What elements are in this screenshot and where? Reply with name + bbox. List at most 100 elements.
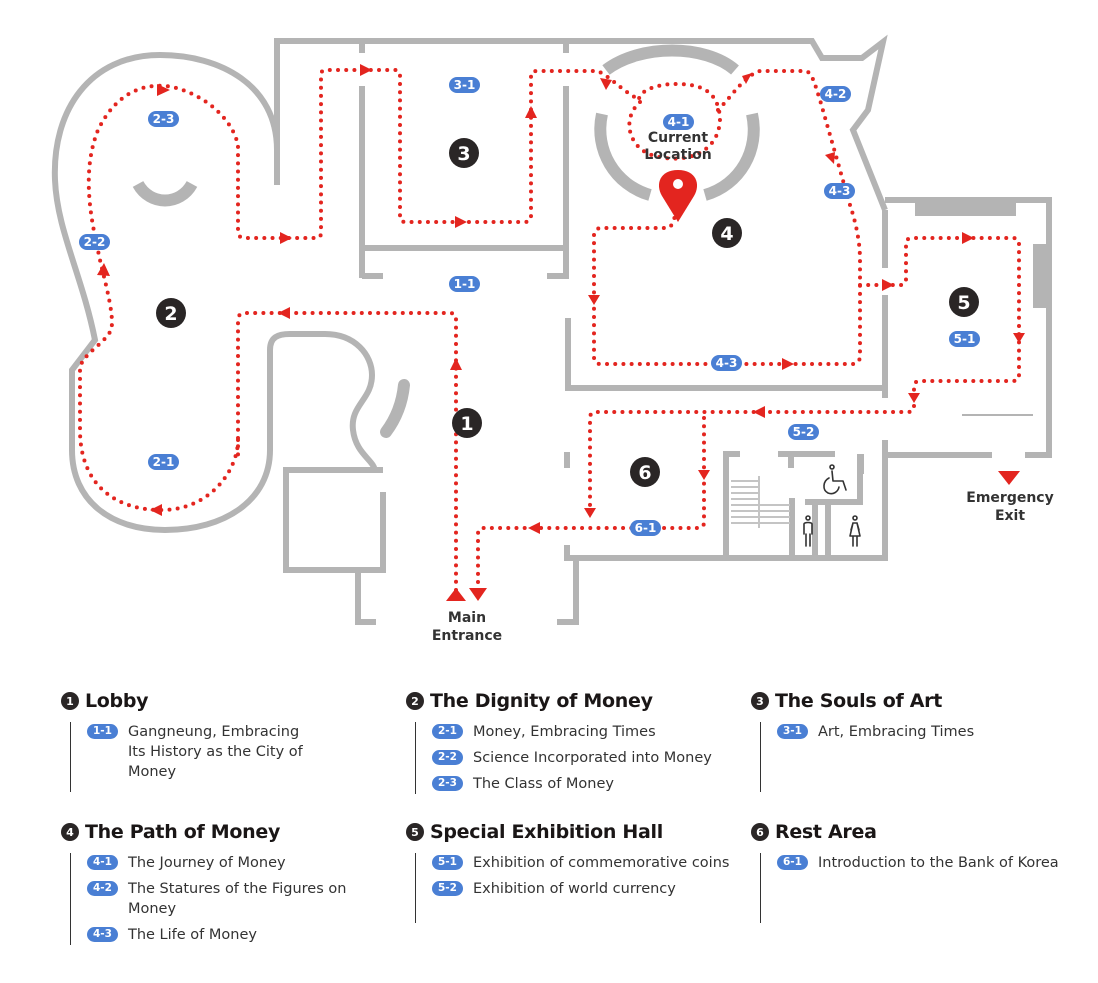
exhibit-title: The Statures of the Figures on Money bbox=[127, 881, 347, 917]
arrow-icon bbox=[1013, 333, 1025, 343]
exhibit-title: Introduction to the Bank of Korea bbox=[817, 855, 1059, 871]
zone-4-badge[interactable]: 4 bbox=[712, 218, 742, 248]
zone-5-badge[interactable]: 5 bbox=[949, 287, 979, 317]
zone-6-badge[interactable]: 6 bbox=[630, 457, 660, 487]
section-title: The Path of Money bbox=[85, 821, 281, 843]
exhibit-code: 2-1 bbox=[432, 724, 463, 739]
arrow-icon bbox=[360, 64, 372, 76]
svg-text:2-2: 2-2 bbox=[84, 235, 106, 249]
exhibit-title: The Life of Money bbox=[127, 927, 257, 943]
current-location-label-2: Location bbox=[644, 147, 711, 163]
zone-3-badge[interactable]: 3 bbox=[449, 138, 479, 168]
zone-4-ring-right bbox=[703, 112, 760, 201]
section-title: Rest Area bbox=[775, 821, 877, 843]
zone-2-display bbox=[132, 180, 198, 207]
exhibit-title: Gangneung, Embracing Its History as the … bbox=[127, 724, 303, 780]
arrow-icon bbox=[588, 295, 600, 305]
zone-3-left-wall bbox=[359, 41, 569, 251]
route-lobby bbox=[236, 311, 458, 592]
stairs-icon bbox=[731, 476, 790, 528]
zone-number-badge: 4 bbox=[61, 823, 79, 841]
entrance-in-arrow-icon bbox=[446, 588, 466, 601]
exhibit-code: 1-1 bbox=[87, 724, 118, 739]
floor-map: Main Entrance Emergency Exit Current Loc… bbox=[51, 34, 1054, 644]
arrow-icon bbox=[584, 508, 596, 518]
legend-item[interactable]: 4-2 The Statures of the Figures on Money bbox=[87, 879, 391, 919]
svg-text:2: 2 bbox=[164, 303, 177, 325]
legend-item[interactable]: 1-1 Gangneung, Embracing Its History as t… bbox=[87, 722, 317, 782]
svg-text:1: 1 bbox=[460, 413, 473, 435]
tag-4-1[interactable]: 4-1 bbox=[663, 114, 694, 130]
zone-6-entry-wall bbox=[557, 558, 579, 625]
map-pin-icon[interactable] bbox=[658, 170, 698, 222]
exhibit-code: 4-2 bbox=[87, 881, 118, 896]
tag-5-1[interactable]: 5-1 bbox=[949, 331, 980, 347]
legend-item[interactable]: 4-1 The Journey of Money bbox=[87, 853, 391, 873]
tag-6-1[interactable]: 6-1 bbox=[630, 520, 661, 536]
tag-4-2[interactable]: 4-2 bbox=[820, 86, 851, 102]
svg-text:6: 6 bbox=[638, 462, 651, 484]
arrow-icon bbox=[600, 78, 612, 90]
lobby-room-wall bbox=[283, 467, 386, 625]
arrow-icon bbox=[525, 106, 537, 118]
legend-section-lobby: 1 Lobby 1-1 Gangneung, Embracing Its Histo… bbox=[61, 688, 391, 792]
arrow-icon bbox=[528, 522, 540, 534]
arrow-icon bbox=[908, 393, 920, 403]
arrow-icon bbox=[962, 232, 974, 244]
arrow-icon bbox=[97, 263, 110, 276]
exhibit-code: 2-2 bbox=[432, 750, 463, 765]
exhibit-title: The Journey of Money bbox=[127, 855, 286, 871]
exhibit-title: Art, Embracing Times bbox=[817, 724, 975, 740]
route-zone-4-ring bbox=[627, 82, 722, 161]
emergency-exit-arrow-icon bbox=[998, 471, 1020, 485]
main-entrance-label-2: Entrance bbox=[432, 628, 502, 644]
svg-text:4-3: 4-3 bbox=[829, 184, 851, 198]
arrow-icon bbox=[280, 232, 292, 244]
route-zone-6 bbox=[476, 416, 706, 590]
tag-2-2[interactable]: 2-2 bbox=[79, 234, 110, 250]
zone-2-badge[interactable]: 2 bbox=[156, 298, 186, 328]
svg-text:4-1: 4-1 bbox=[668, 115, 690, 129]
current-location-label: Current bbox=[648, 130, 709, 146]
exhibit-code: 4-1 bbox=[87, 855, 118, 870]
exhibit-title: The Class of Money bbox=[472, 776, 614, 792]
tag-4-3-upper[interactable]: 4-3 bbox=[824, 183, 855, 199]
zone-4-ring-top bbox=[602, 44, 739, 75]
arrow-icon bbox=[450, 358, 462, 370]
zone-5-display-right bbox=[1033, 244, 1049, 308]
zone-1-badge[interactable]: 1 bbox=[452, 408, 482, 438]
svg-text:5-1: 5-1 bbox=[954, 332, 976, 346]
main-entrance-label: Main bbox=[448, 610, 486, 626]
tag-3-1[interactable]: 3-1 bbox=[449, 77, 480, 93]
arrow-icon bbox=[742, 73, 752, 84]
exhibit-code: 5-1 bbox=[432, 855, 463, 870]
exhibit-code: 4-3 bbox=[87, 927, 118, 942]
route-zone-2 bbox=[78, 68, 642, 512]
section-title: The Dignity of Money bbox=[430, 690, 653, 712]
legend-item[interactable]: 4-3 The Life of Money bbox=[87, 925, 391, 945]
route-zone-4 bbox=[592, 69, 862, 366]
section-title: Lobby bbox=[85, 690, 149, 712]
tag-5-2[interactable]: 5-2 bbox=[788, 424, 819, 440]
svg-text:4-3: 4-3 bbox=[716, 356, 738, 370]
corridor-walls bbox=[359, 248, 569, 279]
tag-2-3[interactable]: 2-3 bbox=[148, 111, 179, 127]
tag-2-1[interactable]: 2-1 bbox=[148, 454, 179, 470]
zone-number-badge: 1 bbox=[61, 692, 79, 710]
svg-text:6-1: 6-1 bbox=[635, 521, 657, 535]
entrance-out-arrow-icon bbox=[469, 588, 487, 601]
legend-section-path: 4 The Path of Money 4-1 The Journey of Mon… bbox=[61, 819, 391, 951]
tag-1-1[interactable]: 1-1 bbox=[449, 276, 480, 292]
tag-4-3-lower[interactable]: 4-3 bbox=[711, 355, 742, 371]
svg-text:5-2: 5-2 bbox=[793, 425, 815, 439]
zone-2-wall bbox=[51, 51, 378, 534]
